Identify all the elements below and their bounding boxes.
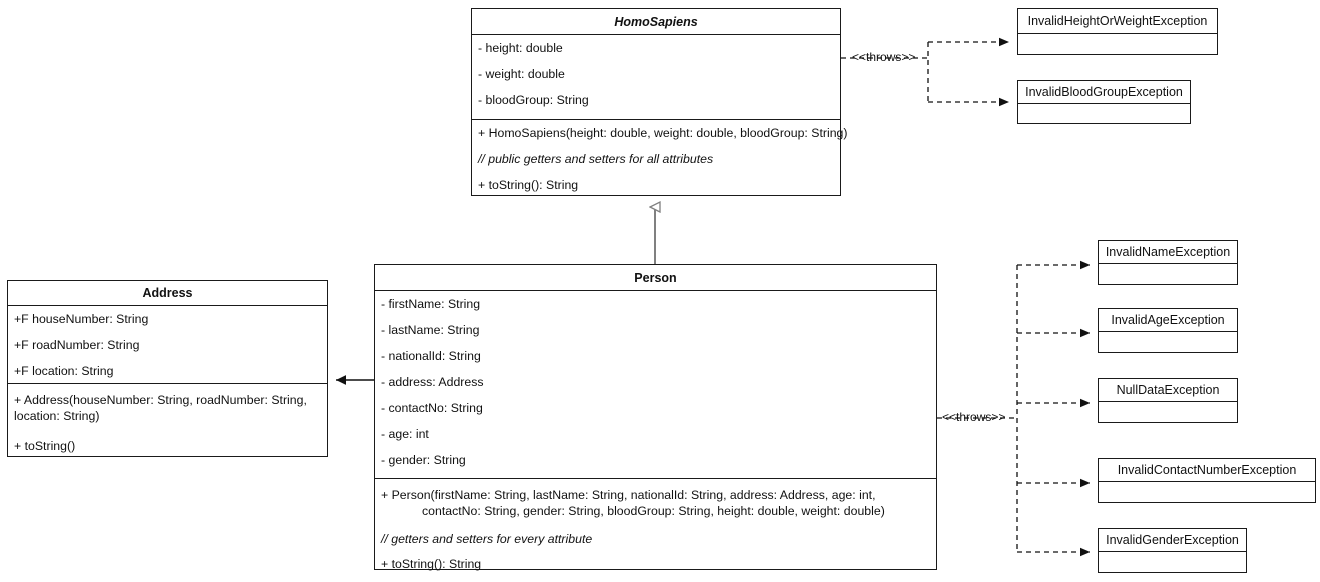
attribute-row: - age: int bbox=[381, 427, 429, 441]
attributes-compartment-person: - firstName: String - lastName: String -… bbox=[375, 291, 936, 479]
class-box-invalidgenderexception[interactable]: InvalidGenderException bbox=[1098, 528, 1247, 573]
attributes-compartment-homosapiens: - height: double - weight: double - bloo… bbox=[472, 35, 840, 120]
class-box-invalidageexception[interactable]: InvalidAgeException bbox=[1098, 308, 1238, 353]
attribute-row: +F roadNumber: String bbox=[14, 338, 140, 352]
method-row: + toString(): String bbox=[478, 178, 579, 192]
methods-compartment-homosapiens: + HomoSapiens(height: double, weight: do… bbox=[472, 120, 848, 195]
attribute-row: - lastName: String bbox=[381, 323, 480, 337]
attribute-row: +F location: String bbox=[14, 364, 114, 378]
class-title-invalidheightorweightexception: InvalidHeightOrWeightException bbox=[1018, 9, 1217, 34]
attributes-compartment-address: +F houseNumber: String +F roadNumber: St… bbox=[8, 306, 327, 384]
method-row-comment: // getters and setters for every attribu… bbox=[381, 532, 593, 546]
stereotype-throws-person: <<throws>> bbox=[942, 410, 1006, 424]
method-row-constructor: + Address(houseNumber: String, roadNumbe… bbox=[14, 393, 307, 423]
class-box-invalidcontactnumberexception[interactable]: InvalidContactNumberException bbox=[1098, 458, 1316, 503]
attribute-row: - contactNo: String bbox=[381, 401, 483, 415]
class-box-person[interactable]: Person - firstName: String - lastName: S… bbox=[374, 264, 937, 571]
attribute-row: - firstName: String bbox=[381, 297, 481, 311]
empty-compartment bbox=[1018, 34, 1217, 54]
class-title-address: Address bbox=[8, 281, 327, 306]
empty-compartment bbox=[1018, 104, 1190, 123]
method-row: + HomoSapiens(height: double, weight: do… bbox=[478, 126, 848, 140]
class-title-invalidgenderexception: InvalidGenderException bbox=[1099, 529, 1246, 552]
method-row: + toString(): String bbox=[381, 557, 482, 571]
class-title-invalidcontactnumberexception: InvalidContactNumberException bbox=[1099, 459, 1315, 482]
method-row: + toString() bbox=[14, 439, 76, 453]
class-box-address[interactable]: Address +F houseNumber: String +F roadNu… bbox=[7, 280, 328, 457]
empty-compartment bbox=[1099, 402, 1237, 422]
class-box-homosapiens[interactable]: HomoSapiens - height: double - weight: d… bbox=[471, 8, 848, 196]
methods-compartment-address: + Address(houseNumber: String, roadNumbe… bbox=[8, 384, 327, 455]
class-title-invalidageexception: InvalidAgeException bbox=[1099, 309, 1237, 332]
class-box-invalidbloodgroupexception[interactable]: InvalidBloodGroupException bbox=[1017, 80, 1191, 124]
class-title-invalidnameexception: InvalidNameException bbox=[1099, 241, 1237, 264]
dependency-person-throws bbox=[937, 260, 1090, 557]
attribute-row: - bloodGroup: String bbox=[478, 93, 589, 107]
stereotype-throws-homosapiens: <<throws>> bbox=[852, 50, 916, 64]
class-title-nulldataexception: NullDataException bbox=[1099, 379, 1237, 402]
attribute-row: - gender: String bbox=[381, 453, 466, 467]
method-row-constructor: + Person(firstName: String, lastName: St… bbox=[381, 488, 885, 518]
methods-compartment-person: + Person(firstName: String, lastName: St… bbox=[375, 479, 936, 571]
class-title-homosapiens: HomoSapiens bbox=[472, 9, 840, 35]
empty-compartment bbox=[1099, 264, 1237, 284]
class-box-nulldataexception[interactable]: NullDataException bbox=[1098, 378, 1238, 423]
attribute-row: - height: double bbox=[478, 41, 563, 55]
attribute-row: - nationalId: String bbox=[381, 349, 481, 363]
empty-compartment bbox=[1099, 482, 1315, 502]
attribute-row: - weight: double bbox=[478, 67, 565, 81]
empty-compartment bbox=[1099, 332, 1237, 352]
attribute-row: +F houseNumber: String bbox=[14, 312, 149, 326]
method-row-comment: // public getters and setters for all at… bbox=[478, 152, 714, 166]
empty-compartment bbox=[1099, 552, 1246, 572]
class-box-invalidheightorweightexception[interactable]: InvalidHeightOrWeightException bbox=[1017, 8, 1218, 55]
class-title-invalidbloodgroupexception: InvalidBloodGroupException bbox=[1018, 81, 1190, 104]
class-title-person: Person bbox=[375, 265, 936, 291]
class-box-invalidnameexception[interactable]: InvalidNameException bbox=[1098, 240, 1238, 285]
attribute-row: - address: Address bbox=[381, 375, 484, 389]
